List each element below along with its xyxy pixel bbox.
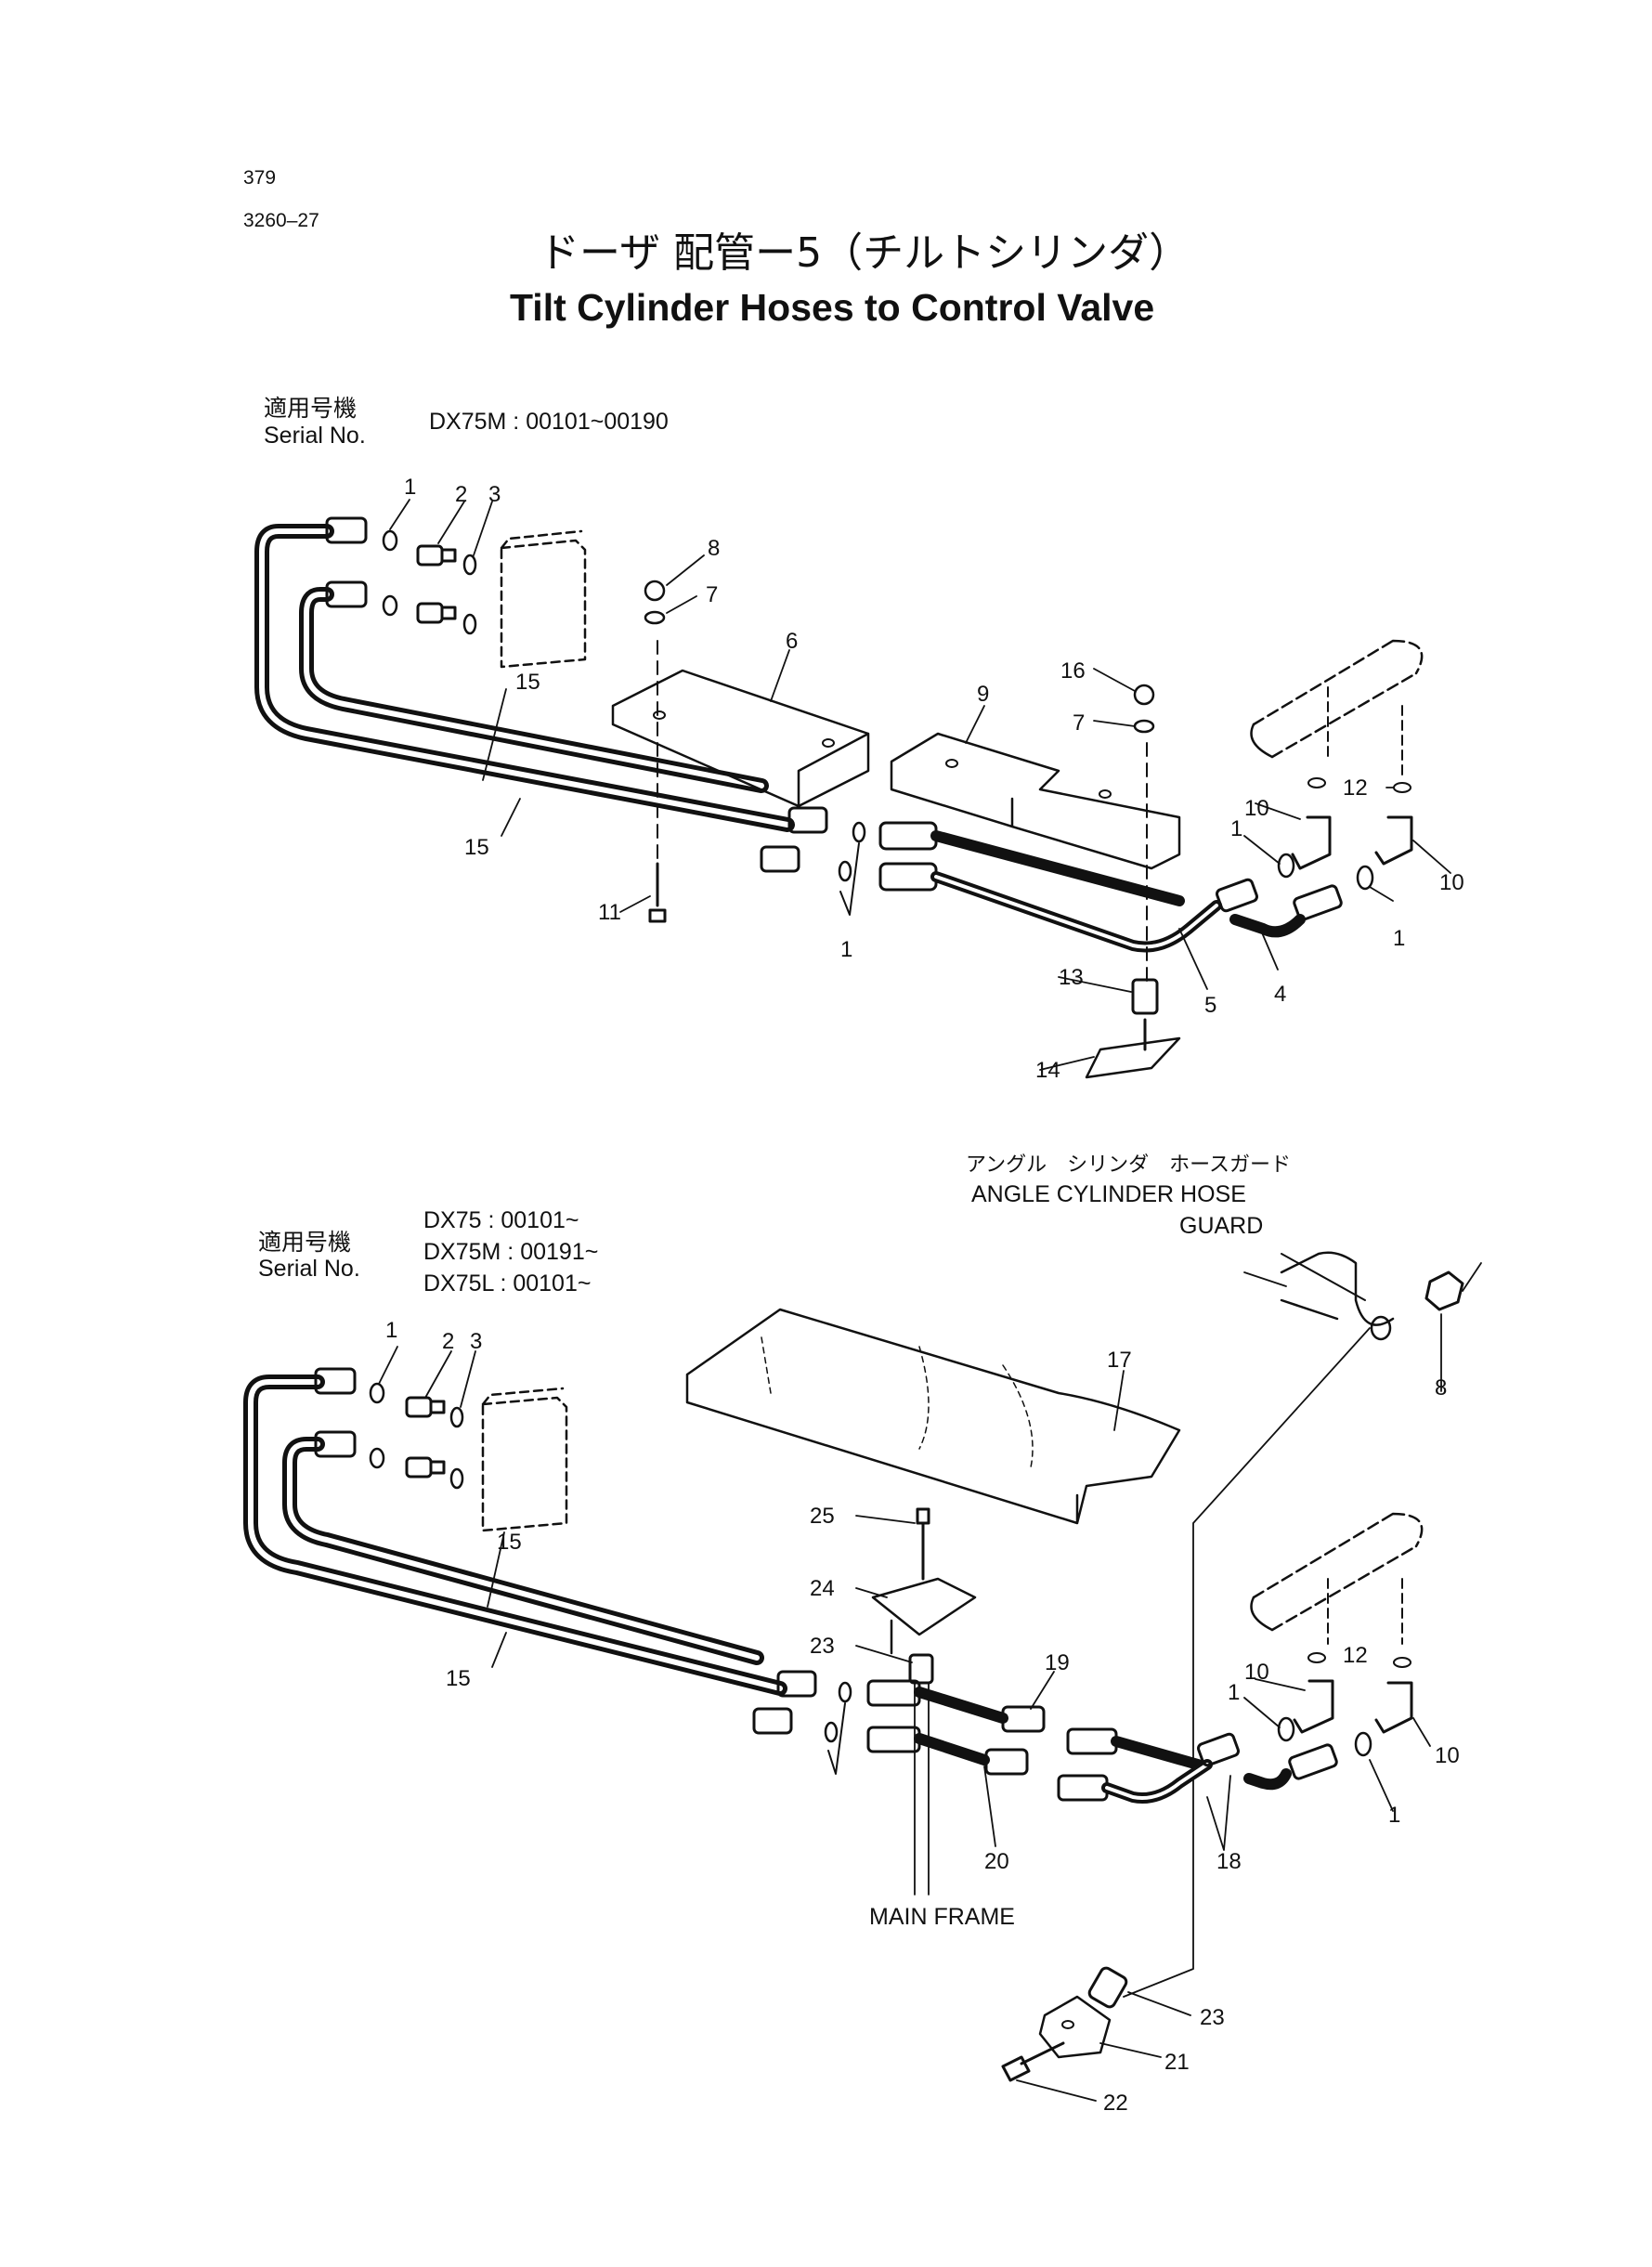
block-24 xyxy=(871,1577,977,1655)
callout-10-a: 10 xyxy=(1244,796,1269,821)
callout-5: 5 xyxy=(1204,993,1216,1018)
elbow-10-lower-b xyxy=(1374,1681,1413,1734)
callout-3-lower: 3 xyxy=(470,1329,482,1354)
callout-2: 2 xyxy=(455,482,467,507)
callout-7-b: 7 xyxy=(1073,710,1085,736)
hose-18-a xyxy=(1111,1736,1203,1770)
spacer-23-lower xyxy=(1087,1966,1128,2009)
bracket-21 xyxy=(1038,1995,1112,2059)
callout-1-c: 1 xyxy=(840,937,852,962)
elbow-10-upper-b xyxy=(1374,815,1413,866)
spacer-23-upper xyxy=(908,1653,934,1685)
callout-15-lower-a: 15 xyxy=(497,1530,522,1555)
clamp-14 xyxy=(1085,1036,1181,1079)
serial-range-lower-2: DX75M : 00191~ xyxy=(423,1239,599,1265)
serial-range-upper: DX75M : 00101~00190 xyxy=(429,409,669,435)
callout-18: 18 xyxy=(1216,1849,1242,1874)
callout-6: 6 xyxy=(786,629,798,654)
callout-12: 12 xyxy=(1343,775,1368,801)
elbow-10-lower-a xyxy=(1293,1679,1334,1734)
bracket-9 xyxy=(890,732,1181,870)
hose-5-lower xyxy=(930,871,1222,953)
callout-19: 19 xyxy=(1045,1650,1070,1675)
section-code: 3260–27 xyxy=(243,210,319,231)
hose-4 xyxy=(1229,914,1306,938)
callout-10-b: 10 xyxy=(1439,870,1464,895)
serial-label-jp-lower: 適用号機 xyxy=(258,1229,352,1256)
callout-15-b: 15 xyxy=(464,835,489,860)
callout-2-lower: 2 xyxy=(442,1329,454,1354)
hose-20 xyxy=(914,1733,990,1765)
callout-15-lower-b: 15 xyxy=(446,1666,471,1691)
callout-15-a: 15 xyxy=(515,670,540,695)
callout-25: 25 xyxy=(810,1504,835,1529)
callout-24: 24 xyxy=(810,1576,835,1601)
callout-11: 11 xyxy=(598,900,621,925)
bolt-11 xyxy=(648,862,667,923)
callout-12-lower: 12 xyxy=(1343,1643,1368,1668)
serial-range-lower-3: DX75L : 00101~ xyxy=(423,1270,592,1296)
spacer-13 xyxy=(1131,978,1159,1015)
main-frame-label: MAIN FRAME xyxy=(869,1904,1015,1930)
callout-1: 1 xyxy=(404,475,416,500)
callout-7: 7 xyxy=(706,582,718,607)
nut-8-lower xyxy=(1424,1270,1464,1311)
callout-10-lower-a: 10 xyxy=(1244,1660,1269,1685)
callout-8-lower: 8 xyxy=(1435,1375,1447,1401)
hose-5 xyxy=(930,830,1185,906)
callout-23-upper: 23 xyxy=(810,1634,835,1659)
callout-1-lower-c: 1 xyxy=(1388,1803,1400,1828)
serial-label-en-lower: Serial No. xyxy=(258,1256,360,1282)
guard-label-en-1: ANGLE CYLINDER HOSE xyxy=(971,1181,1246,1207)
connector-2-upper-b xyxy=(416,602,457,624)
hose-19 xyxy=(914,1687,1008,1724)
callout-1-d: 1 xyxy=(1393,926,1405,951)
callout-22: 22 xyxy=(1103,2091,1128,2116)
connector-2-upper-a xyxy=(416,544,457,567)
bolt-22 xyxy=(1001,2041,1065,2082)
control-valve-outline-lower xyxy=(481,1387,568,1532)
callout-4: 4 xyxy=(1274,982,1286,1007)
callout-14: 14 xyxy=(1035,1058,1060,1083)
bolt-25 xyxy=(916,1507,930,1581)
guard-label-en-2: GUARD xyxy=(1179,1213,1264,1239)
guard-label-jp: アングル シリンダ ホースガード xyxy=(966,1153,1292,1177)
callout-23-lower: 23 xyxy=(1200,2005,1225,2030)
callout-8: 8 xyxy=(708,536,720,561)
callout-10-lower-b: 10 xyxy=(1435,1743,1460,1768)
callout-1-b: 1 xyxy=(1230,816,1242,841)
serial-range-lower-1: DX75 : 00101~ xyxy=(423,1207,579,1233)
callout-9: 9 xyxy=(977,682,989,707)
callout-3: 3 xyxy=(488,482,501,507)
bracket-6 xyxy=(611,669,870,808)
callout-1-lower: 1 xyxy=(385,1318,397,1343)
tilt-cylinder-upper xyxy=(1252,639,1424,759)
callout-1-lower-b: 1 xyxy=(1228,1680,1240,1705)
callout-20: 20 xyxy=(984,1849,1009,1874)
page-title-en: Tilt Cylinder Hoses to Control Valve xyxy=(510,286,1155,329)
callout-16: 16 xyxy=(1060,658,1086,684)
serial-label-jp-upper: 適用号機 xyxy=(264,395,358,422)
page-title-jp: ドーザ 配管ー5（チルトシリンダ） xyxy=(539,229,1190,277)
callout-21: 21 xyxy=(1164,2050,1190,2075)
control-valve-outline-upper xyxy=(500,529,587,669)
tilt-cylinder-lower xyxy=(1252,1512,1424,1632)
callout-17: 17 xyxy=(1107,1348,1132,1373)
guard-17 xyxy=(685,1308,1181,1525)
elbow-10-upper-a xyxy=(1291,815,1332,870)
callout-13: 13 xyxy=(1059,965,1084,990)
page-number: 379 xyxy=(243,167,277,189)
serial-label-en-upper: Serial No. xyxy=(264,423,366,449)
